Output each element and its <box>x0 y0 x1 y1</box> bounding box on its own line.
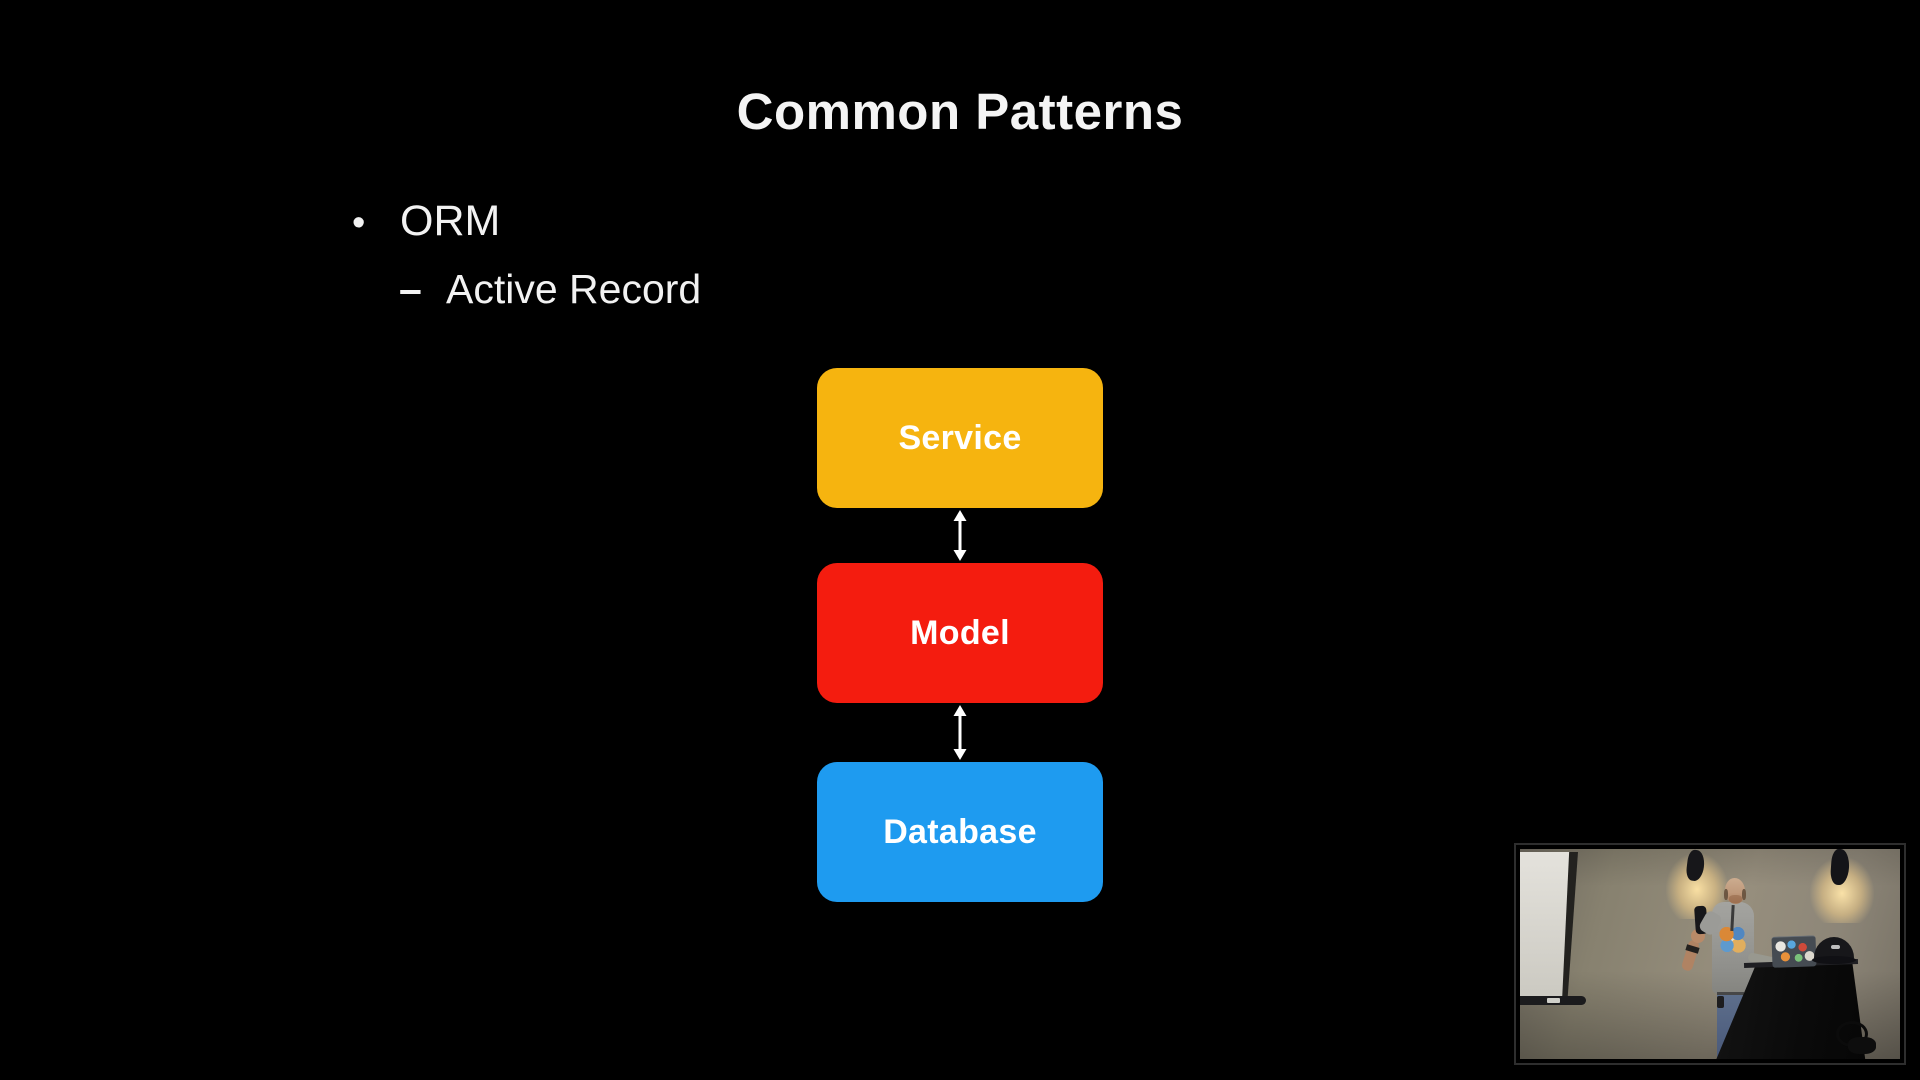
node-label-service: Service <box>898 418 1022 457</box>
bullet-text-active-record: Active Record <box>446 266 702 312</box>
projection-screen <box>1520 852 1570 999</box>
bullet-item-active-record: – Active Record <box>399 266 701 313</box>
cap-logo <box>1831 945 1840 949</box>
diagram-node-database: Database <box>817 762 1103 902</box>
belt-phone-clip <box>1717 996 1724 1008</box>
webcam-video-frame <box>1520 849 1900 1059</box>
presenter-hair-right <box>1742 889 1746 900</box>
presenter-webcam-overlay <box>1514 843 1906 1065</box>
bullet-text-orm: ORM <box>400 197 501 245</box>
cap-brim <box>1812 956 1856 964</box>
double-arrow-service-model <box>948 508 972 563</box>
presenter-beard <box>1729 895 1742 903</box>
diagram-node-service: Service <box>817 368 1103 508</box>
bullet-item-orm: • ORM <box>352 197 500 249</box>
screen-rail-label <box>1547 998 1560 1003</box>
node-label-database: Database <box>883 812 1037 851</box>
architecture-diagram: Service Model Database <box>817 368 1103 902</box>
cable-pile <box>1848 1037 1876 1054</box>
node-label-model: Model <box>910 613 1010 652</box>
presenter-head <box>1725 878 1745 904</box>
sticker-covered-laptop <box>1771 935 1817 968</box>
diagram-node-model: Model <box>817 563 1103 703</box>
presenter-hair-left <box>1724 889 1728 900</box>
double-arrow-model-database <box>948 703 972 762</box>
bullet-dash-marker: – <box>399 266 422 312</box>
slide-title: Common Patterns <box>736 83 1184 140</box>
bullet-dot-marker: • <box>352 202 366 244</box>
